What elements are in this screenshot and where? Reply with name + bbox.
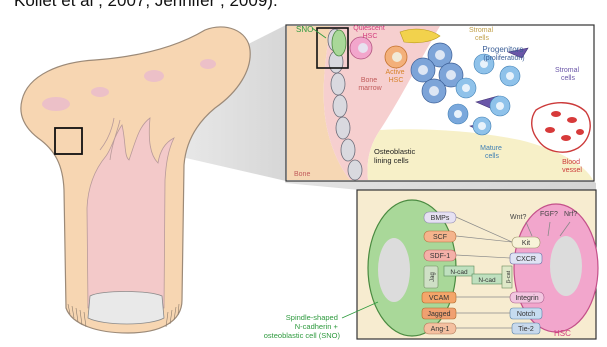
niche-panel: SNO Quiescent HSC Active HSC Bone marrow…	[286, 25, 594, 181]
svg-text:VCAM: VCAM	[429, 295, 449, 302]
ligand-vcam: VCAM	[422, 292, 456, 303]
active-hsc-nucleus	[392, 52, 402, 62]
ligand-ang1: Ang-1	[424, 323, 456, 334]
svg-text:N-cad: N-cad	[450, 269, 468, 276]
marrow-blob	[144, 70, 164, 82]
label-hsc: HSC	[554, 329, 571, 338]
sno-nucleus	[378, 238, 410, 302]
sno-cell	[332, 30, 346, 56]
label-sno-cell: Spindle-shaped N-cadherin + osteoblastic…	[264, 313, 341, 340]
marrow-blob	[91, 87, 109, 97]
svg-text:Integrin: Integrin	[515, 295, 538, 302]
receptor-cxcr: CXCR	[510, 253, 542, 264]
hsc-nucleus	[550, 236, 582, 296]
ligand-jagged: Jagged	[422, 308, 456, 319]
receptor-kit: Kit	[512, 237, 540, 248]
svg-text:N-cad: N-cad	[478, 277, 496, 284]
receptor-integrin: Integrin	[510, 292, 544, 303]
label-fgf: FGF?	[540, 211, 558, 218]
molecular-panel: Wnt? FGF? Nrf? BMPs SCF SDF-1 Jag VCAM J…	[264, 190, 598, 340]
receptor-tie2: Tie-2	[512, 323, 540, 334]
svg-text:SDF-1: SDF-1	[430, 253, 450, 260]
label-nrf: Nrf?	[564, 211, 577, 218]
bone-illustration	[21, 27, 250, 333]
quiescent-hsc-nucleus	[358, 43, 368, 53]
receptor-notch: Notch	[510, 308, 542, 319]
ligand-sdf1: SDF-1	[424, 250, 456, 261]
label-progenitors: Progenitors (proliferation)	[482, 45, 525, 62]
svg-text:CXCR: CXCR	[516, 256, 536, 263]
svg-text:Notch: Notch	[517, 311, 535, 318]
bone-end-cap	[88, 292, 164, 325]
svg-text:BMPs: BMPs	[431, 215, 450, 222]
label-active-hsc: Active HSC	[385, 69, 406, 84]
ligand-scf: SCF	[424, 231, 456, 242]
label-bone-marrow: Bone marrow	[358, 77, 382, 92]
label-blood-vessel: Blood vessel	[562, 159, 582, 174]
svg-text:Tie-2: Tie-2	[518, 326, 534, 333]
svg-text:SCF: SCF	[433, 234, 447, 241]
svg-text:β-cat: β-cat	[506, 270, 512, 283]
svg-text:Kit: Kit	[522, 240, 530, 247]
svg-text:Jag: Jag	[430, 272, 436, 282]
label-bone: Bone	[294, 171, 310, 178]
label-wnt: Wnt?	[510, 214, 526, 221]
ligand-jag: Jag	[424, 266, 438, 288]
ligand-bmps: BMPs	[424, 212, 456, 223]
svg-text:Ang-1: Ang-1	[431, 326, 450, 333]
label-sno: SNO	[296, 25, 313, 34]
marrow-blob	[200, 59, 216, 69]
svg-text:Jagged: Jagged	[428, 311, 451, 318]
marrow-blob	[42, 97, 70, 111]
